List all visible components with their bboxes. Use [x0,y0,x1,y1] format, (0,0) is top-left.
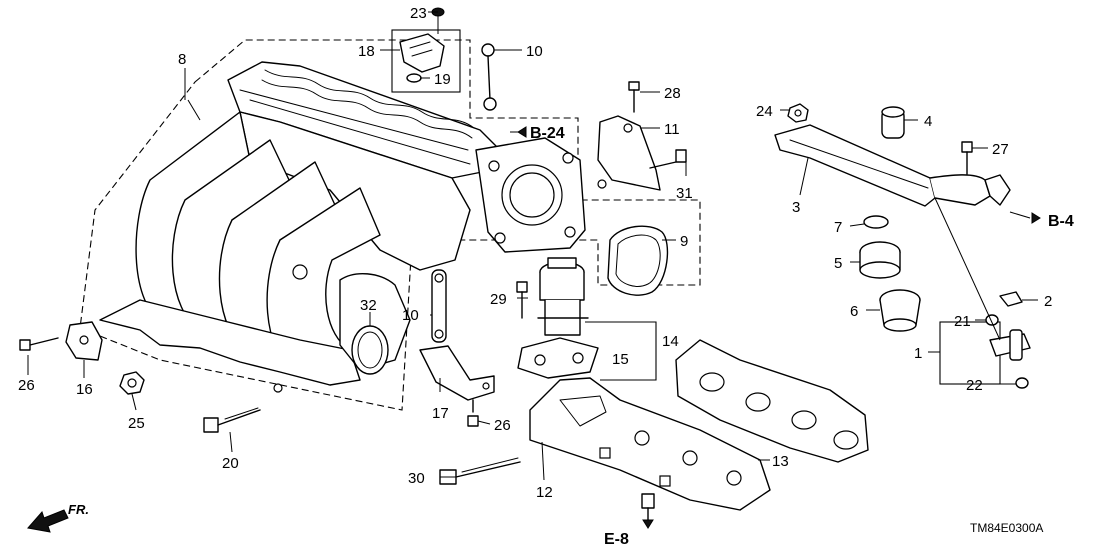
callout-30: 30 [408,470,425,487]
callout-13: 13 [772,453,789,470]
map-sensor [399,33,445,73]
manifold-gasket-13 [675,339,869,463]
nut-25 [119,371,145,395]
nut-24 [787,103,809,123]
bracket-16 [65,321,103,361]
bolt-27 [961,141,973,175]
callout-2: 2 [1044,293,1052,310]
callout-3: 3 [792,199,800,216]
callout-14: 14 [662,333,679,350]
callout-9: 9 [680,233,688,250]
stud-bolt-20 [203,407,261,433]
callout-25: 25 [128,415,145,432]
callout-24: 24 [756,103,773,120]
svg-text:FR.: FR. [68,502,89,517]
callout-15: 15 [612,351,629,368]
bolt-26-left [19,337,59,351]
callout-16: 16 [76,381,93,398]
egr-group-bracket [585,321,657,381]
egr-gasket [517,337,599,379]
callout-26-left: 26 [18,377,35,394]
ref-e8[interactable]: E-8 [604,519,654,548]
callout-12: 12 [536,484,553,501]
callout-21: 21 [954,313,971,330]
clip-2 [999,291,1023,307]
fuel-rail [774,124,991,207]
callout-22: 22 [966,377,983,394]
diagram-code: TM84E0300A [970,521,1043,535]
egr-bolt-29 [516,281,528,319]
svg-text:B-24: B-24 [530,125,565,142]
callout-1: 1 [914,345,922,362]
link-rod-upper [481,43,497,111]
injector-1 [989,329,1031,361]
cap-6 [879,289,921,332]
callout-11: 11 [664,121,680,138]
callout-10-upper: 10 [526,43,543,60]
svg-text:B-4: B-4 [1048,213,1074,230]
sensor-group-box [391,29,461,93]
callout-10-lower: 10 [402,307,419,324]
callout-26-lower: 26 [494,417,511,434]
o-ring-22 [1015,377,1029,389]
injector-group-box [939,321,1001,385]
egr-valve [537,257,589,336]
insulator-4 [881,106,905,139]
callout-17: 17 [432,405,449,422]
regulator-5 [859,241,901,279]
callout-29: 29 [490,291,507,308]
bracket-bolt-28 [628,81,640,113]
callout-19: 19 [434,71,451,88]
callout-32: 32 [360,297,377,314]
bracket-bolt-26-lower [467,399,479,427]
callout-23: 23 [410,5,427,22]
ref-b24[interactable]: B-24 [510,125,565,142]
leader-lines [27,11,1038,481]
callout-18: 18 [358,43,375,60]
sensor-o-ring [406,73,422,83]
manifold-insulator-12 [529,377,771,511]
callout-27: 27 [992,141,1009,158]
fuel-rail-connector [984,174,1011,206]
intake-manifold [99,61,501,393]
callout-4: 4 [924,113,932,130]
callout-8: 8 [178,51,186,68]
e8-stud [641,493,655,521]
svg-text:E-8: E-8 [604,531,629,548]
throttle-body-gasket [607,225,669,296]
throttle-body-flange [475,137,586,253]
manifold-bracket-17 [419,345,495,401]
ref-b4[interactable]: B-4 [1031,212,1074,230]
front-direction-arrow: FR. [27,502,89,533]
callout-31: 31 [676,185,693,202]
throttle-bracket [597,115,661,191]
bracket-bolt-31 [649,149,687,169]
callout-28: 28 [664,85,681,102]
link-rod-lower [431,269,447,343]
egr-pipe-seal [351,325,389,375]
callout-6: 6 [850,303,858,320]
callout-7: 7 [834,219,842,236]
bolt-30 [439,457,521,485]
callout-20: 20 [222,455,239,472]
o-ring-7 [863,215,889,229]
callout-5: 5 [834,255,842,272]
